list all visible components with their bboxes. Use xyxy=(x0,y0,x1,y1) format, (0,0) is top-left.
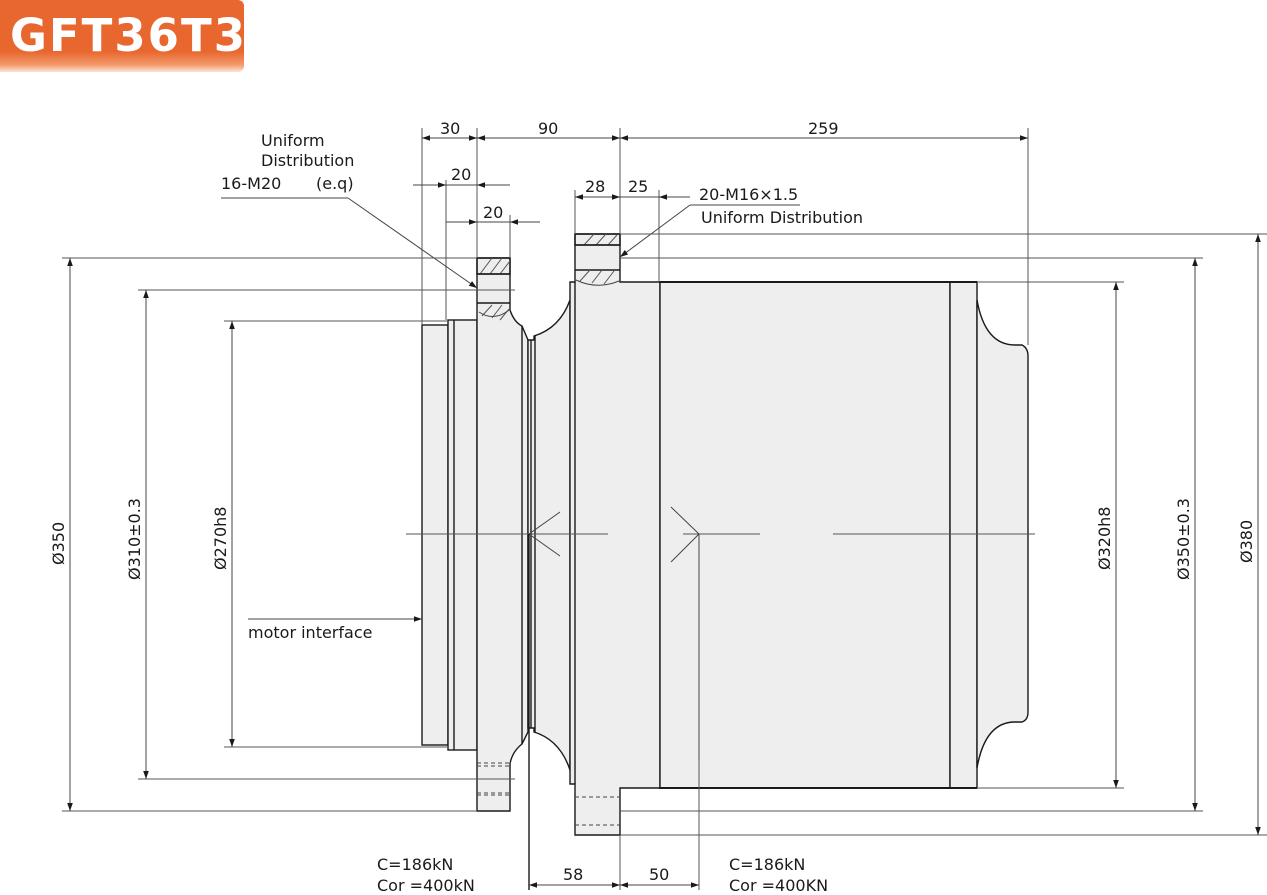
dim-50: 50 xyxy=(649,865,669,884)
svg-text:20-M16×1.5: 20-M16×1.5 xyxy=(699,185,798,204)
dia-310: Ø310±0.3 xyxy=(125,498,144,580)
bearing-rating-left: C=186kN Cor =400kN xyxy=(377,855,475,895)
svg-text:Cor =400kN: Cor =400kN xyxy=(377,876,475,895)
svg-text:(e.q): (e.q) xyxy=(316,174,354,193)
dim-90: 90 xyxy=(538,119,558,138)
svg-text:C=186kN: C=186kN xyxy=(377,855,453,874)
left-hole-callout: Uniform Distribution 16-M20 (e.q) xyxy=(221,131,478,289)
dia-350-tol: Ø350±0.3 xyxy=(1174,498,1193,580)
model-title-badge: GFT36T3 xyxy=(0,0,248,72)
left-diameter-dimensions: Ø350 Ø310±0.3 Ø270h8 xyxy=(49,257,515,812)
dim-58: 58 xyxy=(563,865,583,884)
right-diameter-dimensions: Ø320h8 Ø350±0.3 Ø380 xyxy=(620,233,1267,836)
model-title: GFT36T3 xyxy=(10,9,248,62)
motor-interface-body xyxy=(421,319,478,751)
top-dimensions: 30 90 259 20 20 28 25 xyxy=(413,119,1029,345)
svg-text:Uniform: Uniform xyxy=(261,131,325,150)
dim-20-b: 20 xyxy=(483,203,503,222)
dia-380: Ø380 xyxy=(1237,520,1256,563)
dim-28: 28 xyxy=(585,177,605,196)
dim-259: 259 xyxy=(808,119,839,138)
bearing-rating-right: C=186kN Cor =400KN xyxy=(729,855,828,895)
dim-20-a: 20 xyxy=(451,165,471,184)
output-housing xyxy=(659,281,1029,789)
svg-text:C=186kN: C=186kN xyxy=(729,855,805,874)
svg-text:Distribution: Distribution xyxy=(261,151,354,170)
dia-320: Ø320h8 xyxy=(1095,507,1114,570)
svg-text:Cor =400KN: Cor =400KN xyxy=(729,876,828,895)
right-hole-callout: 20-M16×1.5 Uniform Distribution xyxy=(619,185,863,258)
dim-30: 30 xyxy=(440,119,460,138)
dim-25: 25 xyxy=(628,177,648,196)
dia-270: Ø270h8 xyxy=(211,507,230,570)
svg-text:16-M20: 16-M20 xyxy=(221,174,281,193)
dia-350: Ø350 xyxy=(49,522,68,565)
svg-text:motor interface: motor interface xyxy=(248,623,372,642)
bottom-dimensions: 58 50 xyxy=(529,760,700,890)
svg-text:Uniform Distribution: Uniform Distribution xyxy=(701,208,863,227)
center-axis xyxy=(406,506,1035,890)
motor-interface-callout: motor interface xyxy=(248,616,422,642)
center-waist xyxy=(527,299,571,771)
